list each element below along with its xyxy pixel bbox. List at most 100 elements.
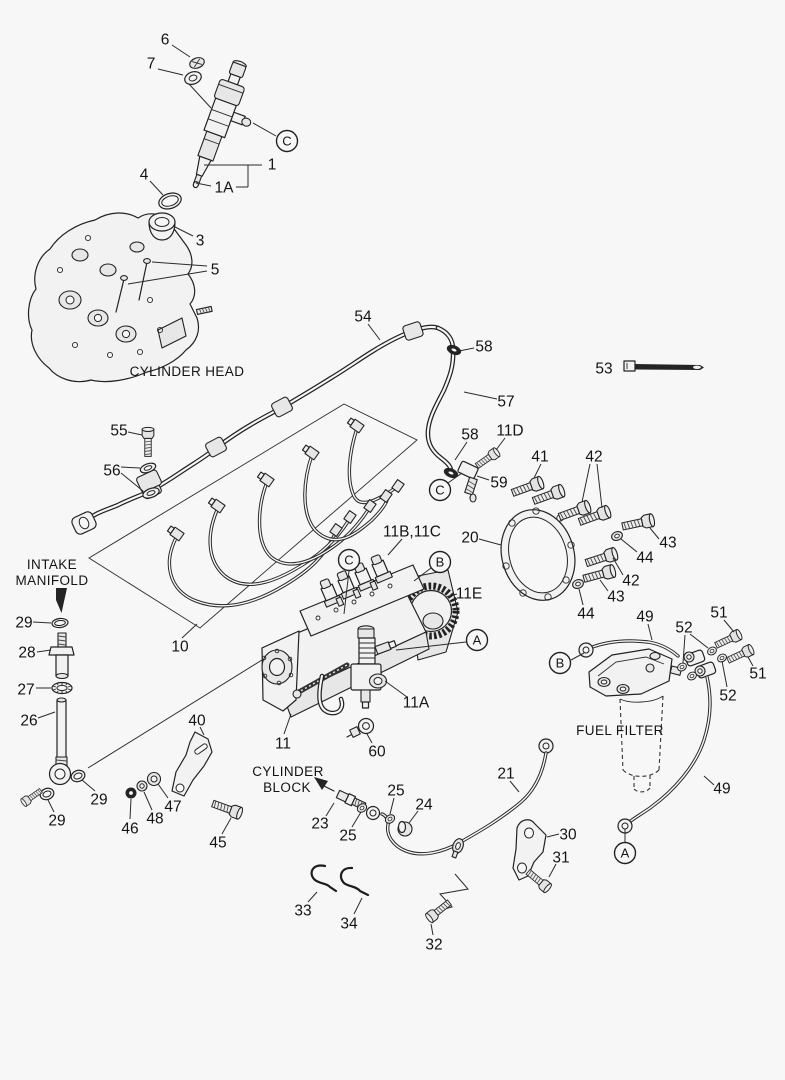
leader-line — [445, 593, 458, 598]
callout-57: 57 — [497, 394, 514, 411]
leader-line — [199, 726, 205, 736]
callout-29: 29 — [90, 792, 107, 809]
leader-line — [171, 44, 191, 58]
view-ref-circle-A — [465, 628, 489, 652]
callout-45: 45 — [209, 835, 226, 852]
leader-line — [366, 733, 373, 744]
callout-21: 21 — [497, 766, 514, 783]
injector-studs — [115, 258, 151, 313]
view-ref-letter-C: C — [435, 483, 444, 498]
view-ref-letter-C: C — [282, 134, 291, 149]
leader-line — [252, 122, 277, 137]
leader-line — [649, 527, 660, 540]
view-ref-circle-A — [613, 841, 637, 865]
callout-29: 29 — [48, 813, 65, 830]
cable-strap-53 — [623, 360, 704, 372]
fitting-23 — [335, 789, 367, 810]
leader-line — [509, 780, 520, 793]
callout-42: 42 — [585, 449, 602, 466]
callout-56: 56 — [103, 463, 120, 480]
callout-48: 48 — [146, 811, 163, 828]
leader-line — [47, 799, 55, 813]
leader-line — [384, 680, 408, 698]
callout-49: 49 — [636, 609, 653, 626]
view-ref-letter-A: A — [473, 633, 482, 648]
leader-line — [395, 641, 467, 651]
callout-1: 1 — [268, 157, 277, 174]
callout-29: 29 — [15, 615, 32, 632]
callout-51: 51 — [710, 605, 727, 622]
leader-line — [689, 633, 709, 649]
bracket-40-drawing — [125, 731, 245, 821]
leader-line — [353, 897, 363, 915]
leader-line — [129, 798, 132, 820]
leader-line — [463, 391, 498, 400]
clamp-58-upper — [446, 344, 462, 356]
callout-25: 25 — [387, 783, 404, 800]
leader-line — [149, 180, 164, 196]
leader-line — [447, 472, 463, 484]
callout-30: 30 — [559, 827, 577, 844]
leader-line — [325, 802, 335, 817]
leader-line — [612, 557, 624, 576]
view-ref-letter-A: A — [621, 846, 630, 861]
washer-6 — [189, 57, 205, 69]
leader-line — [548, 863, 557, 878]
leader-line — [578, 588, 584, 606]
leader-line — [221, 817, 232, 835]
cylinder-head-label: CYLINDER HEAD — [130, 364, 245, 379]
callout-25: 25 — [339, 828, 356, 845]
fuel-return-rail-drawing — [71, 321, 479, 535]
callout-23: 23 — [311, 816, 328, 833]
leader-line — [747, 656, 754, 667]
leader-line — [127, 431, 143, 436]
injection-pipes-group — [88, 403, 418, 629]
callout-59: 59 — [490, 475, 507, 492]
callout-55: 55 — [110, 423, 127, 440]
callout-60: 60 — [368, 744, 386, 761]
intake-manifold-parts — [19, 588, 263, 808]
leader-line — [387, 538, 403, 556]
view-ref-circle-B — [548, 651, 572, 675]
fuel-hose-21-drawing — [310, 738, 554, 925]
callout-53: 53 — [595, 361, 612, 378]
leader-line — [81, 779, 96, 792]
callout-4: 4 — [140, 167, 149, 184]
callout-24: 24 — [415, 797, 433, 814]
leader-line — [120, 472, 144, 492]
callout-5: 5 — [211, 262, 220, 279]
leader-line — [599, 579, 609, 592]
leader-line — [647, 623, 653, 641]
callout-32: 32 — [425, 937, 442, 954]
callout-7: 7 — [147, 56, 156, 73]
callout-20: 20 — [461, 530, 479, 547]
leader-line — [195, 182, 212, 187]
leader-line — [351, 811, 362, 828]
callout-11A: 11A — [403, 695, 430, 712]
leader-line — [682, 634, 686, 664]
gasket-20-drawing — [473, 446, 657, 601]
view-ref-circle-C — [337, 548, 361, 572]
cylinder-block-label-line1: CYLINDER — [252, 764, 323, 779]
callout-10: 10 — [171, 639, 189, 656]
leader-line — [157, 68, 184, 76]
callout-28: 28 — [18, 645, 35, 662]
leader-line — [120, 466, 141, 469]
callout-47: 47 — [164, 799, 181, 816]
leader-line — [570, 652, 585, 661]
leader-line — [367, 323, 381, 341]
callout-27: 27 — [17, 682, 34, 699]
callout-11E: 11E — [456, 586, 482, 603]
overflow-valve-11a — [350, 625, 388, 709]
washer-27 — [51, 681, 73, 695]
view-ref-letter-B: B — [556, 656, 565, 671]
leader-line — [37, 711, 56, 719]
leader-line — [703, 775, 715, 786]
fuel-filter-drawing — [578, 628, 756, 834]
callout-41: 41 — [531, 449, 548, 466]
washer-7 — [184, 71, 202, 85]
leader-line — [596, 463, 603, 509]
